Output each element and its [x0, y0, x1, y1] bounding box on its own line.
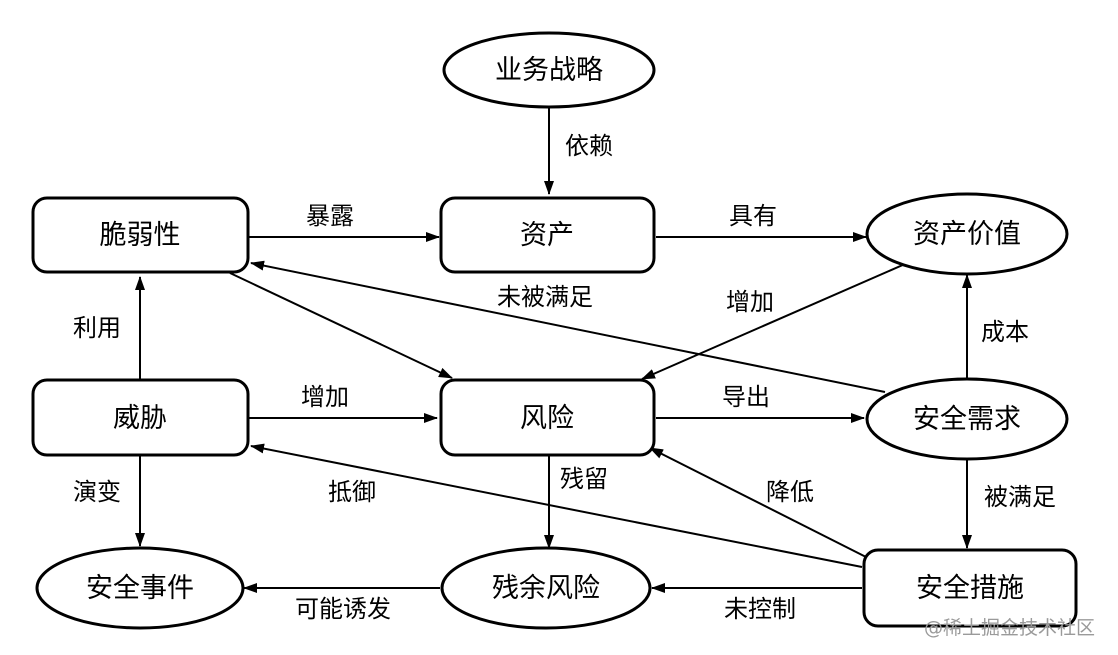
node-security-measure: 安全措施: [862, 548, 1078, 628]
node-asset-value: 资产价值: [865, 192, 1069, 276]
asset-value-label: 资产价值: [913, 219, 1021, 250]
edge-satisfied-label: 被满足: [984, 483, 1056, 511]
residual-risk-label: 残余风险: [492, 573, 600, 604]
vulnerability-shape: [31, 196, 250, 274]
risk-shape: [439, 378, 656, 457]
edge-exploit-label: 利用: [73, 314, 121, 342]
security-measure-label: 安全措施: [916, 573, 1024, 604]
nodes: 业务战略 资产价值 安全需求 安全事件 残余风险 脆弱性 资产 威: [31, 31, 1078, 630]
node-business-strategy: 业务战略: [442, 31, 656, 109]
node-security-event: 安全事件: [35, 546, 245, 630]
edge-resist-label: 抵御: [328, 478, 376, 506]
edge-increase-value-line: [641, 263, 906, 380]
security-requirement-shape: [865, 377, 1069, 461]
edge-unmet-label: 未被满足: [497, 283, 593, 311]
edge-increase-risk-label: 增加: [301, 383, 349, 411]
node-threat: 威胁: [31, 378, 250, 457]
asset-shape: [439, 196, 656, 274]
threat-shape: [31, 378, 250, 457]
node-risk: 风险: [439, 378, 656, 457]
business-strategy-label: 业务战略: [495, 55, 603, 86]
edge-evolve-label: 演变: [73, 478, 121, 506]
business-strategy-shape: [442, 31, 656, 109]
security-measure-shape: [862, 548, 1078, 628]
edge-remain-label: 残留: [560, 465, 608, 493]
asset-value-shape: [865, 192, 1069, 276]
security-event-shape: [35, 546, 245, 630]
edge-cost-label: 成本: [981, 318, 1029, 346]
vulnerability-label: 脆弱性: [100, 220, 181, 251]
edge-exposes-label: 暴露: [306, 202, 354, 230]
edge-has-label: 具有: [729, 202, 777, 230]
node-vulnerability: 脆弱性: [31, 196, 250, 274]
edge-uncontrolled-label: 未控制: [724, 595, 796, 623]
security-event-label: 安全事件: [86, 573, 194, 604]
edge-may-trigger-label: 可能诱发: [295, 595, 391, 623]
edge-derive-label: 导出: [722, 383, 770, 411]
threat-label: 威胁: [113, 403, 167, 434]
node-asset: 资产: [439, 196, 656, 274]
edge-reduce-label: 降低: [766, 478, 814, 506]
edge-labels: 依赖 暴露 具有 未被满足 增加 利用 成本 增加 导出 演变 抵御 残留 降低…: [73, 132, 1056, 623]
watermark-text: @稀土掘金技术社区: [924, 617, 1095, 639]
asset-label: 资产: [520, 220, 574, 251]
edge-reduce-line: [649, 447, 869, 559]
risk-label: 风险: [520, 403, 574, 434]
residual-risk-shape: [440, 546, 652, 630]
edge-increase-value-label: 增加: [726, 288, 774, 316]
node-security-requirement: 安全需求: [865, 377, 1069, 461]
edge-vulnerability-risk-line: [229, 272, 453, 379]
edges: [135, 105, 972, 593]
edge-unmet-line: [250, 260, 886, 393]
security-requirement-label: 安全需求: [913, 404, 1021, 435]
edge-resist-line: [250, 443, 863, 568]
edge-depends-label: 依赖: [565, 132, 613, 160]
node-residual-risk: 残余风险: [440, 546, 652, 630]
